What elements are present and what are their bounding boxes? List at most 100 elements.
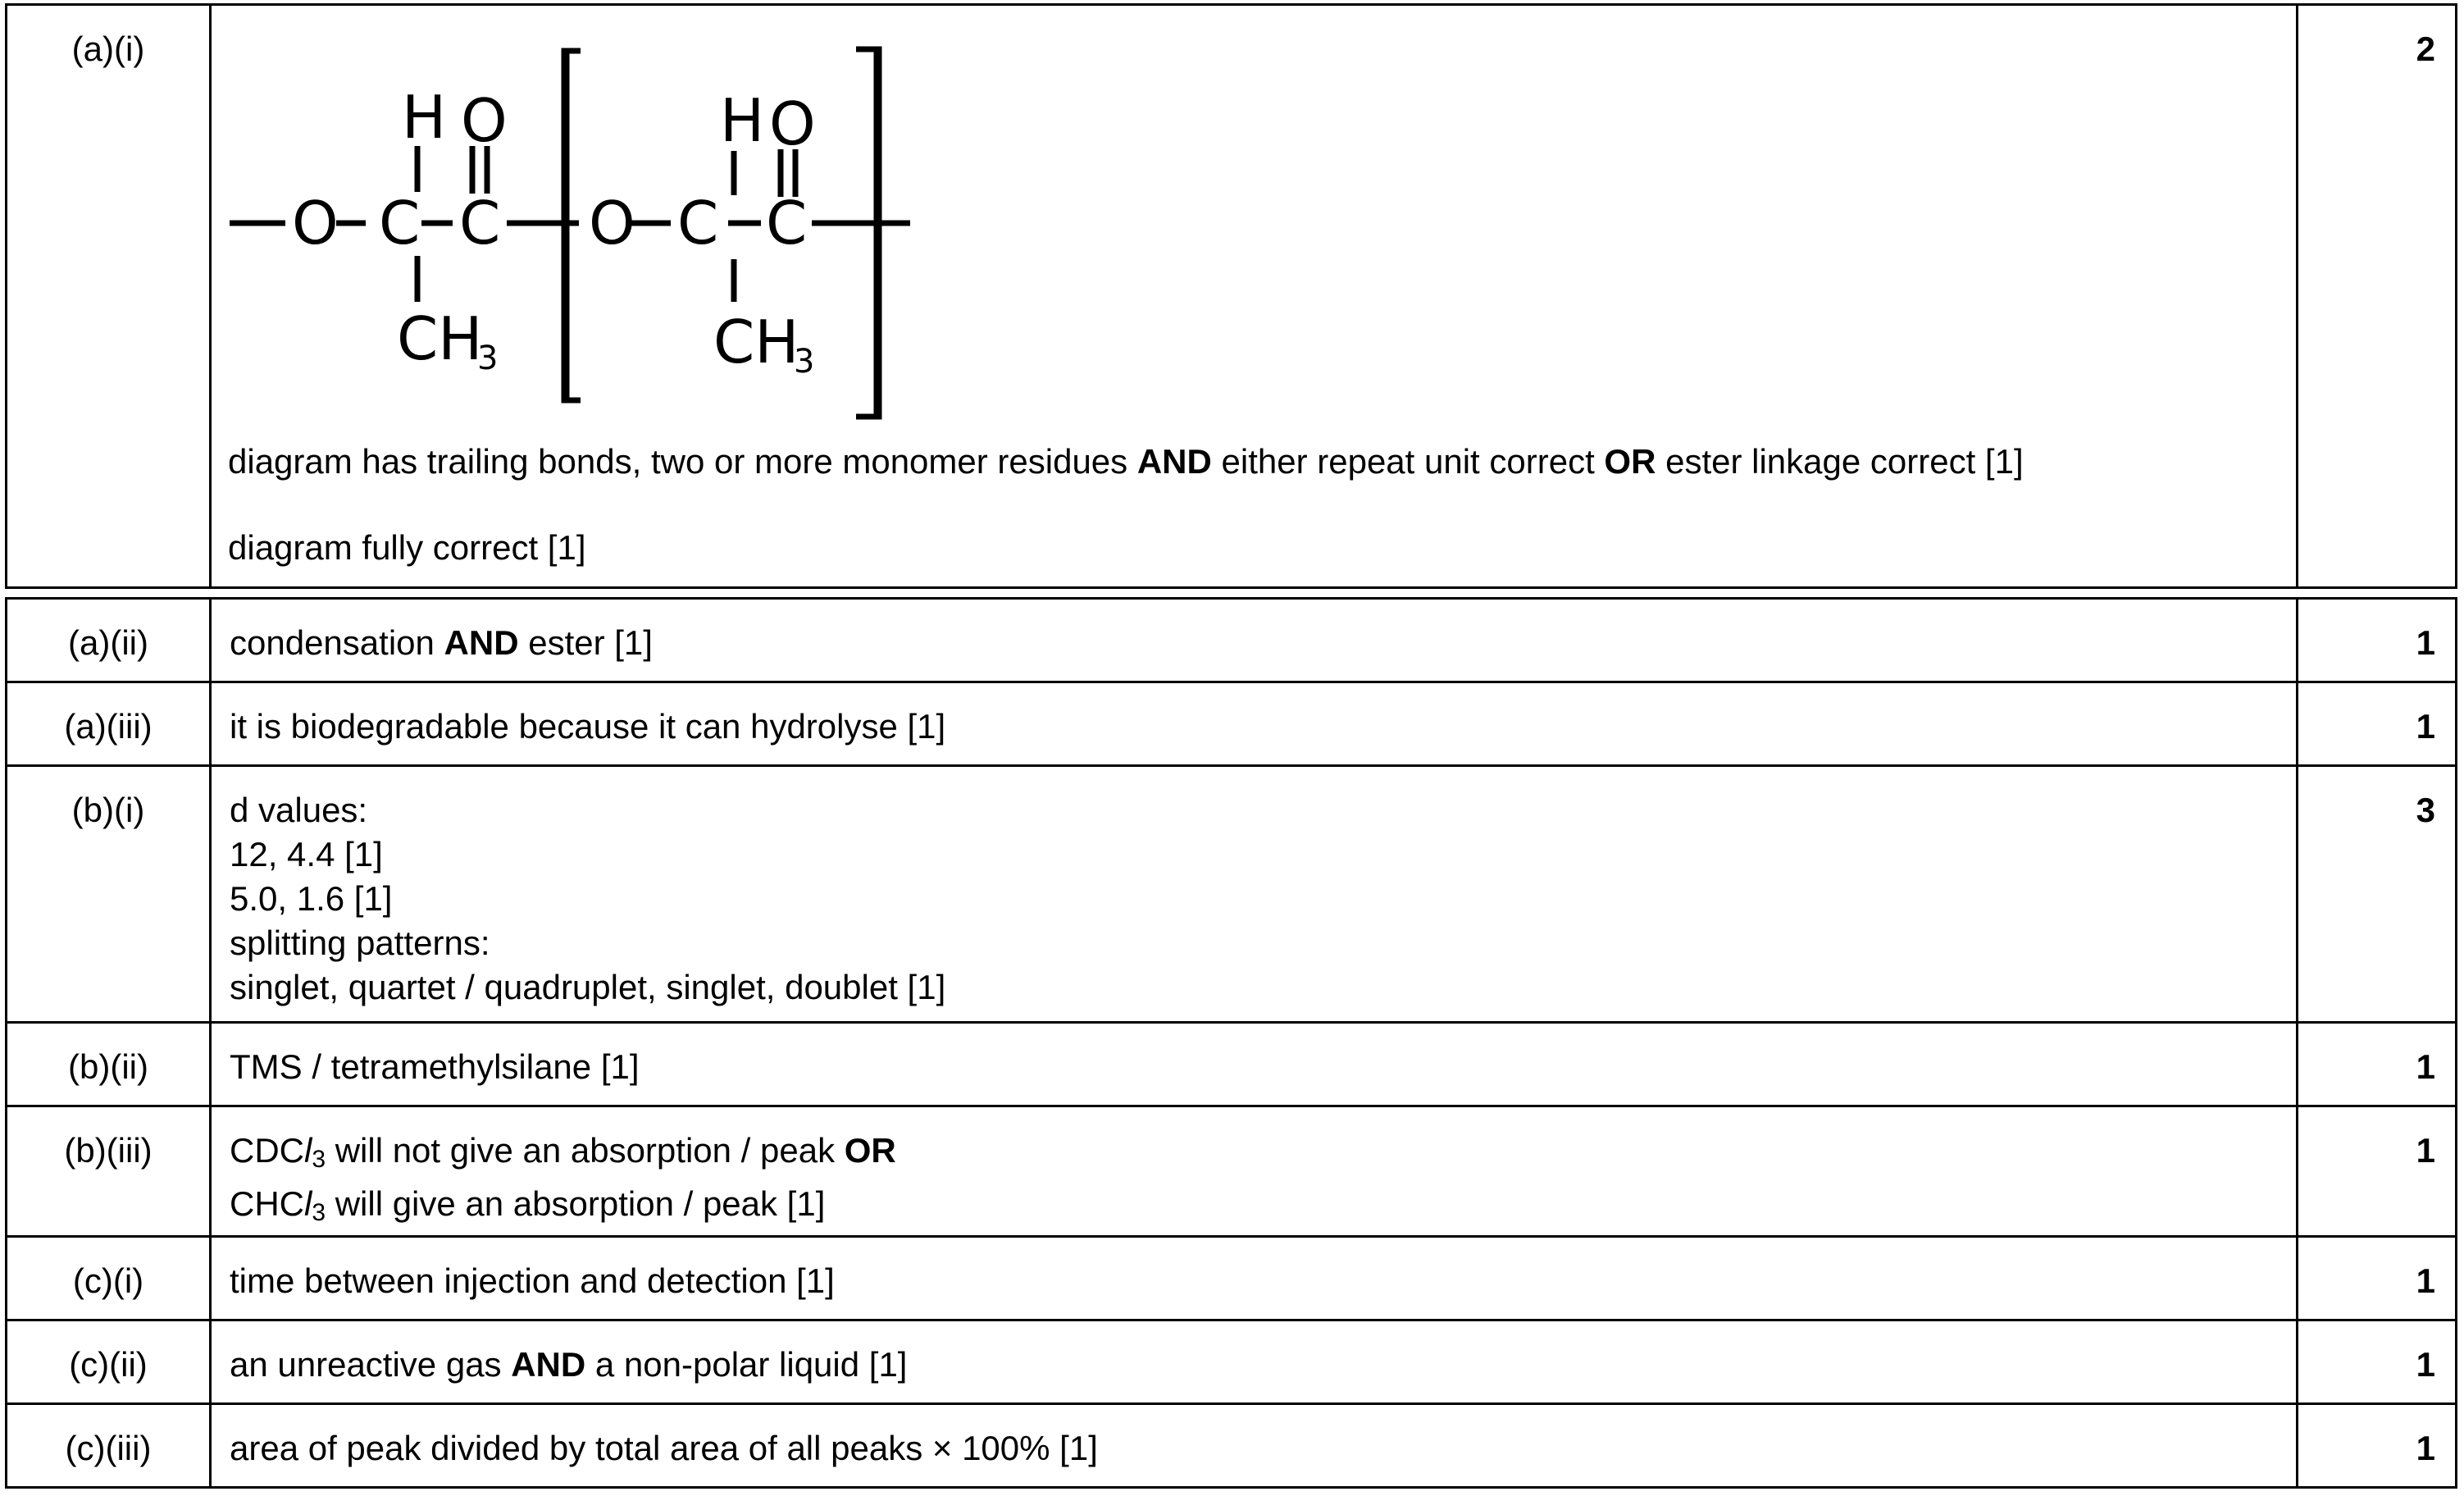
atom-o-carbonyl-2: O xyxy=(769,89,816,158)
answer-part: a non-polar liquid [1] xyxy=(585,1345,908,1384)
answer-keyword: AND xyxy=(511,1345,586,1384)
answer-line: CHCl3 will give an absorption / peak [1] xyxy=(230,1182,2296,1235)
formula-part: CDC xyxy=(230,1131,304,1170)
table-row-a-i: (a)(i) 2 xyxy=(5,3,2457,589)
question-cell: (a)(ii) xyxy=(5,597,212,683)
answer-line: 5.0, 1.6 [1] xyxy=(230,879,393,918)
subscript-3-1: 3 xyxy=(477,340,498,377)
marks-cell: 1 xyxy=(2296,597,2457,683)
answer-part: ester [1] xyxy=(518,623,653,662)
table-row-c-iii: (c)(iii) area of peak divided by total a… xyxy=(5,1402,2457,1489)
answer-cell: CDCl3 will not give an absorption / peak… xyxy=(209,1105,2298,1238)
answer-part: will not give an absorption / peak xyxy=(326,1131,845,1170)
marks-value: 1 xyxy=(2416,1345,2435,1384)
marking-criterion-1: diagram has trailing bonds, two or more … xyxy=(228,440,2024,484)
marks-cell: 1 xyxy=(2296,1021,2457,1107)
criterion-keyword: OR xyxy=(1604,442,1656,481)
marks-value: 1 xyxy=(2416,623,2435,662)
question-label: (b)(ii) xyxy=(68,1047,148,1086)
atom-h-2: H xyxy=(720,86,764,155)
answer-cell: it is biodegradable because it can hydro… xyxy=(209,681,2298,767)
answer-text: an unreactive gas AND a non-polar liquid… xyxy=(230,1321,2296,1387)
atom-c-2: C xyxy=(459,189,500,258)
question-cell: (b)(iii) xyxy=(5,1105,212,1238)
answer-keyword: AND xyxy=(444,623,519,662)
question-cell: (c)(iii) xyxy=(5,1402,212,1489)
question-cell: (b)(i) xyxy=(5,764,212,1024)
atom-o-carbonyl-1: O xyxy=(461,86,508,155)
question-label: (c)(ii) xyxy=(69,1345,148,1384)
atom-o-1: O xyxy=(292,189,339,258)
subscript-3-2: 3 xyxy=(794,343,814,381)
marks-value: 3 xyxy=(2416,791,2435,829)
marks-value: 1 xyxy=(2416,1131,2435,1170)
answer-cell: time between injection and detection [1] xyxy=(209,1235,2298,1321)
formula-italic: l xyxy=(304,1184,312,1223)
formula-subscript: 3 xyxy=(312,1199,326,1226)
question-cell: (c)(i) xyxy=(5,1235,212,1321)
group-ch-2: CH xyxy=(713,308,799,376)
answer-part: condensation xyxy=(230,623,444,662)
answer-line: 12, 4.4 [1] xyxy=(230,835,383,873)
question-label: (c)(iii) xyxy=(65,1429,152,1467)
marks-value: 1 xyxy=(2416,707,2435,746)
criterion-text: either repeat unit correct xyxy=(1211,442,1605,481)
answer-cell xyxy=(209,3,2298,589)
marking-criterion-2: diagram fully correct [1] xyxy=(228,528,586,567)
answer-line: splitting patterns: xyxy=(230,924,490,962)
marks-cell: 1 xyxy=(2296,1319,2457,1405)
mark-scheme-table-a-i: (a)(i) 2 xyxy=(5,3,2457,589)
question-cell: (c)(ii) xyxy=(5,1319,212,1405)
atom-c-4: C xyxy=(766,189,807,258)
answer-line: singlet, quartet / quadruplet, singlet, … xyxy=(230,968,946,1006)
marks-value: 1 xyxy=(2416,1261,2435,1300)
marks-cell: 1 xyxy=(2296,1105,2457,1238)
answer-cell: d values: 12, 4.4 [1] 5.0, 1.6 [1] split… xyxy=(209,764,2298,1024)
answer-cell: an unreactive gas AND a non-polar liquid… xyxy=(209,1319,2298,1405)
question-cell: (b)(ii) xyxy=(5,1021,212,1107)
answer-text: condensation AND ester [1] xyxy=(230,600,2296,665)
mark-scheme-table: (a)(ii) condensation AND ester [1] 1 (a)… xyxy=(5,597,2457,1489)
answer-line: d values: xyxy=(230,791,368,829)
polylactic-acid-structure-diagram: O C H C O CH 3 O C H C O CH 3 xyxy=(230,46,910,420)
marks-cell: 3 xyxy=(2296,764,2457,1024)
marks-value: 1 xyxy=(2416,1047,2435,1086)
marks-cell: 1 xyxy=(2296,1235,2457,1321)
marks-cell: 1 xyxy=(2296,1402,2457,1489)
answer-cell: TMS / tetramethylsilane [1] xyxy=(209,1021,2298,1107)
marks-cell: 1 xyxy=(2296,681,2457,767)
answer-cell: area of peak divided by total area of al… xyxy=(209,1402,2298,1489)
answer-line: CDCl3 will not give an absorption / peak… xyxy=(230,1129,2296,1182)
answer-text: it is biodegradable because it can hydro… xyxy=(230,707,946,746)
marks-cell: 2 xyxy=(2296,3,2457,589)
atom-o-2: O xyxy=(589,189,635,258)
answer-part: an unreactive gas xyxy=(230,1345,512,1384)
table-row-b-i: (b)(i) d values: 12, 4.4 [1] 5.0, 1.6 [1… xyxy=(5,764,2457,1024)
criterion-text: diagram has trailing bonds, two or more … xyxy=(228,442,1137,481)
answer-cell: condensation AND ester [1] xyxy=(209,597,2298,683)
formula-italic: l xyxy=(304,1131,312,1170)
criterion-text: ester linkage correct [1] xyxy=(1656,442,2024,481)
question-cell: (a)(iii) xyxy=(5,681,212,767)
question-label: (c)(i) xyxy=(72,1261,144,1300)
formula-part: CHC xyxy=(230,1184,304,1223)
formula-subscript: 3 xyxy=(312,1146,326,1173)
question-label: (a)(iii) xyxy=(64,707,153,746)
answer-text: CDCl3 will not give an absorption / peak… xyxy=(230,1107,2296,1235)
answer-part: will give an absorption / peak [1] xyxy=(326,1184,826,1223)
group-ch-1: CH xyxy=(397,304,482,373)
question-label: (b)(iii) xyxy=(64,1131,153,1170)
table-row-a-iii: (a)(iii) it is biodegradable because it … xyxy=(5,681,2457,767)
atom-c-1: C xyxy=(379,189,420,258)
question-label: (a)(i) xyxy=(71,30,145,68)
table-row-b-ii: (b)(ii) TMS / tetramethylsilane [1] 1 xyxy=(5,1021,2457,1107)
atom-h-1: H xyxy=(402,83,446,152)
question-label: (b)(i) xyxy=(71,791,145,829)
marks-value: 2 xyxy=(2416,30,2435,68)
question-label: (a)(ii) xyxy=(68,623,148,662)
answer-text: TMS / tetramethylsilane [1] xyxy=(230,1047,640,1086)
answer-keyword: OR xyxy=(844,1131,896,1170)
table-row-a-ii: (a)(ii) condensation AND ester [1] 1 xyxy=(5,597,2457,683)
answer-text: area of peak divided by total area of al… xyxy=(230,1429,1098,1467)
criterion-keyword: AND xyxy=(1136,442,1212,481)
